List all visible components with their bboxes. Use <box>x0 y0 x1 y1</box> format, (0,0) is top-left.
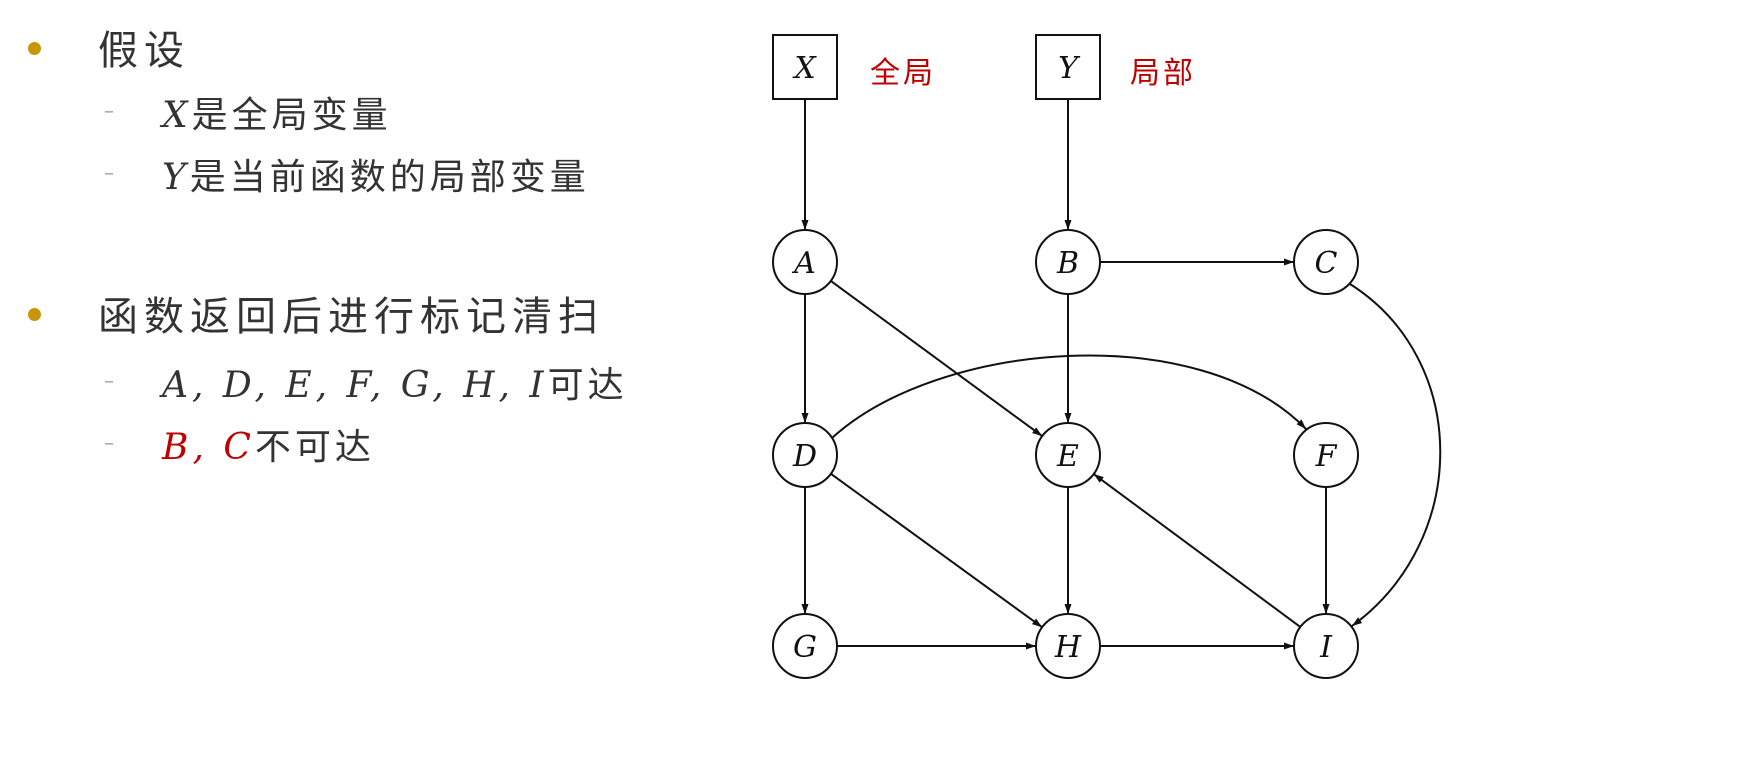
edge-C-I <box>1349 283 1442 627</box>
dash: – <box>104 160 114 184</box>
text: 不可达 <box>254 427 375 468</box>
node-C <box>1293 229 1359 295</box>
edge-A-E <box>830 280 1043 437</box>
node-label-A: A <box>791 246 816 281</box>
edge-D-H <box>830 472 1043 629</box>
assumption-y: Y是当前函数的局部变量 <box>162 148 590 200</box>
node-G <box>772 613 838 679</box>
node-F <box>1293 422 1359 488</box>
unreachable-vars: B, C <box>162 427 255 468</box>
node-I <box>1293 613 1359 679</box>
heading-mark-sweep: 函数返回后进行标记清扫 <box>98 294 604 340</box>
root-box-Y <box>1035 34 1101 100</box>
node-label-E: E <box>1056 439 1079 474</box>
node-E <box>1035 422 1101 488</box>
node-B <box>1035 229 1101 295</box>
node-H <box>1035 613 1101 679</box>
note-local: 局部 <box>1130 56 1196 91</box>
node-label-B: B <box>1056 246 1079 281</box>
assumption-x: X是全局变量 <box>162 86 392 138</box>
dash: – <box>104 98 114 122</box>
node-label-G: G <box>793 630 817 665</box>
note-global: 全局 <box>870 56 936 91</box>
edge-I-E <box>1093 473 1301 628</box>
text: 是全局变量 <box>191 95 392 136</box>
reachable-line: A, D, E, F, G, H, I可达 <box>162 356 628 408</box>
dash: – <box>104 368 114 392</box>
root-box-X <box>772 34 838 100</box>
node-label-H: H <box>1054 630 1082 665</box>
edge-D-F <box>831 354 1307 439</box>
text: 是当前函数的局部变量 <box>189 157 590 198</box>
unreachable-line: B, C不可达 <box>162 418 375 470</box>
node-A <box>772 229 838 295</box>
heading-assumption: 假设 <box>98 28 190 74</box>
var-y: Y <box>162 157 190 198</box>
root-label-Y: Y <box>1058 51 1081 86</box>
node-label-I: I <box>1319 630 1333 665</box>
node-label-D: D <box>792 439 817 474</box>
node-label-F: F <box>1315 439 1338 474</box>
dash: – <box>104 430 114 454</box>
reachable-vars: A, D, E, F, G, H, I <box>162 365 548 406</box>
text: 可达 <box>547 365 628 406</box>
node-label-C: C <box>1315 246 1338 281</box>
root-label-X: X <box>792 51 817 86</box>
bullet-dot <box>28 308 41 321</box>
var-x: X <box>162 95 192 136</box>
bullet-dot <box>28 42 41 55</box>
node-D <box>772 422 838 488</box>
